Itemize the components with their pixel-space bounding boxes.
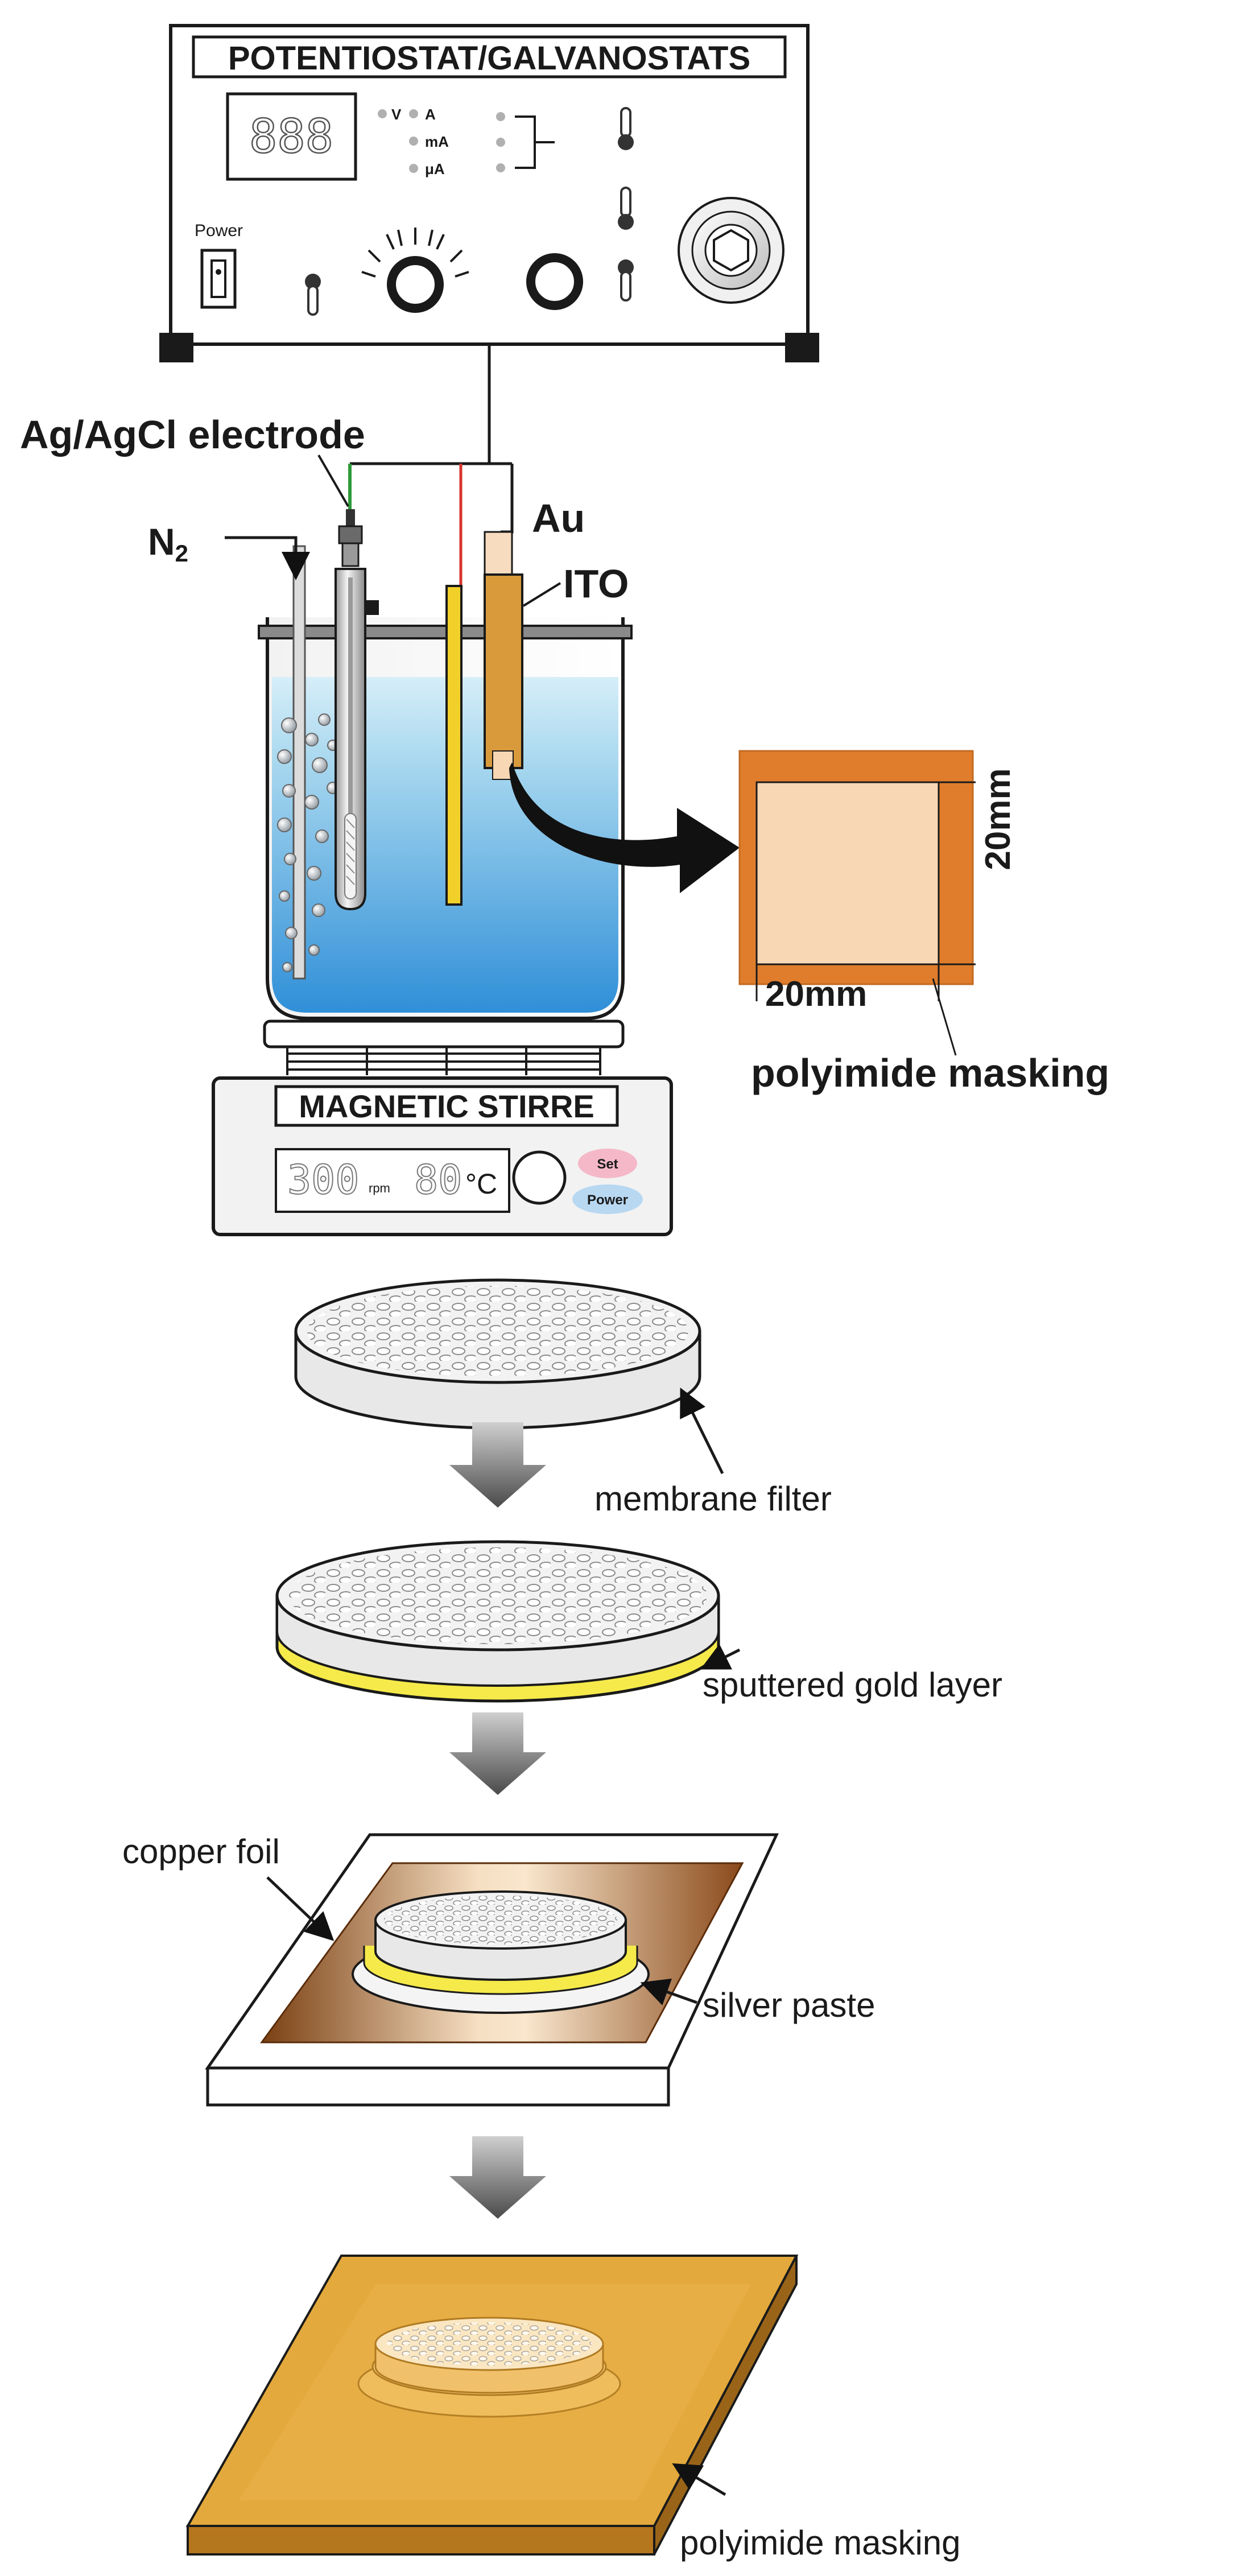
ito-electrode bbox=[484, 531, 523, 780]
lever-switch bbox=[305, 274, 321, 316]
potentiostat: POTENTIOSTAT/GALVANOSTATS 888 V A mA μA bbox=[159, 24, 819, 362]
inset-arrow bbox=[509, 762, 740, 893]
au-label: Au bbox=[532, 496, 585, 540]
final-mask-pointer bbox=[672, 2463, 726, 2496]
stirrer-temp-unit: °C bbox=[465, 1168, 497, 1200]
stirrer-title-plate bbox=[274, 1085, 619, 1127]
stirrer-title: MAGNETIC STIRRE bbox=[299, 1088, 594, 1124]
step-arrow-3 bbox=[449, 2136, 546, 2219]
stirrer-knob bbox=[512, 1150, 567, 1205]
electrochemical-cell bbox=[258, 509, 740, 1020]
gold-coated-membrane bbox=[275, 1540, 720, 1703]
beaker-lid bbox=[258, 625, 633, 639]
potentiostat-title-plate bbox=[192, 35, 787, 79]
potentiostat-foot-left bbox=[159, 333, 193, 362]
stirrer-power-label: Power bbox=[587, 1192, 628, 1208]
gas-tube bbox=[292, 545, 306, 980]
polyimide-masked-sample bbox=[185, 2255, 799, 2556]
silver-label: silver paste bbox=[703, 1986, 875, 2024]
toggle-switch-3 bbox=[618, 259, 634, 302]
stirrer-power-button bbox=[572, 1184, 643, 1214]
wiring bbox=[348, 344, 514, 586]
set-button bbox=[578, 1149, 637, 1178]
membrane-pointer bbox=[680, 1388, 724, 1475]
membrane-label: membrane filter bbox=[594, 1480, 832, 1518]
potentiostat-title: POTENTIOSTAT/GALVANOSTATS bbox=[228, 40, 750, 77]
gas-label: N2 bbox=[148, 521, 188, 567]
inset-mask-label: polyimide masking bbox=[751, 1051, 1109, 1095]
dial-knob bbox=[361, 228, 469, 313]
stirrer-temp: 80 bbox=[414, 1157, 462, 1203]
stirrer-display bbox=[275, 1148, 510, 1213]
potentiostat-display bbox=[226, 92, 357, 181]
stirrer-speed-unit: rpm bbox=[369, 1181, 390, 1195]
mask-pointer bbox=[932, 978, 957, 1056]
unit-v-label: V bbox=[391, 106, 402, 123]
step-arrow-1 bbox=[449, 1422, 546, 1508]
ito-wire bbox=[501, 464, 514, 534]
unit-a-label: A bbox=[425, 106, 436, 123]
silver-pointer bbox=[640, 1978, 697, 2005]
stirrer-speed: 300 bbox=[287, 1157, 359, 1203]
unit-ua-label: μA bbox=[425, 160, 445, 177]
dim-horizontal-label: 20mm bbox=[765, 975, 867, 1014]
sample-inset bbox=[738, 750, 976, 1056]
power-switch bbox=[200, 249, 237, 309]
ag-agcl-electrode bbox=[335, 509, 379, 911]
power-label: Power bbox=[195, 221, 243, 240]
set-label: Set bbox=[597, 1157, 618, 1172]
dim-vertical-label: 20mm bbox=[978, 768, 1018, 870]
ito-label: ITO bbox=[563, 562, 629, 606]
magnetic-stirrer: MAGNETIC STIRRE 300 rpm 80 °C Set Power bbox=[212, 1019, 673, 1236]
ref-electrode-label: Ag/AgCl electrode bbox=[20, 412, 365, 457]
gold-pointer bbox=[700, 1644, 741, 1670]
au-electrode bbox=[445, 585, 463, 906]
final-mask-label: polyimide masking bbox=[680, 2524, 961, 2562]
unit-ma-label: mA bbox=[425, 133, 449, 150]
membrane-filter bbox=[294, 1278, 701, 1430]
potentiostat-foot-right bbox=[785, 333, 819, 362]
gas-bubbles bbox=[277, 713, 339, 972]
ito-pointer bbox=[522, 582, 561, 607]
copper-pointer bbox=[266, 1876, 335, 1941]
knob bbox=[526, 253, 583, 310]
copper-label: copper foil bbox=[122, 1832, 280, 1871]
toggle-switch-1 bbox=[618, 107, 634, 150]
copper-foil-assembly bbox=[205, 1833, 779, 2107]
exposed-area bbox=[755, 781, 940, 965]
gold-label: sputtered gold layer bbox=[703, 1666, 1002, 1704]
potentiostat-display-value: 888 bbox=[249, 110, 333, 164]
hex-knob bbox=[678, 197, 784, 304]
step-arrow-2 bbox=[449, 1712, 546, 1795]
gas-arrow bbox=[225, 536, 310, 580]
toggle-switch-2 bbox=[618, 187, 634, 230]
ref-electrode-pointer bbox=[317, 454, 349, 507]
